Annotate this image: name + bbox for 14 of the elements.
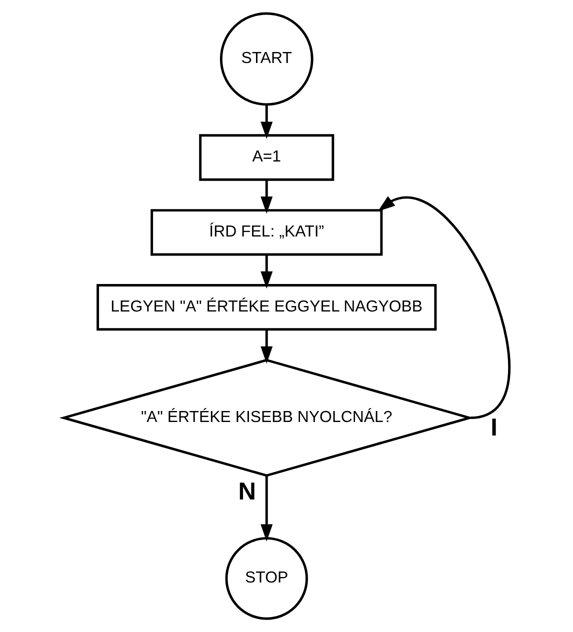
edge-label: N bbox=[238, 478, 256, 506]
arrow bbox=[260, 476, 272, 542]
arrow bbox=[377, 196, 510, 420]
arrow bbox=[260, 254, 272, 289]
edge-label: I bbox=[490, 414, 497, 442]
node-circle: STOP bbox=[224, 537, 308, 620]
node-diamond: "A" ÉRTÉKE KISEBB NYOLCNÁL? bbox=[58, 358, 474, 477]
arrow bbox=[260, 104, 272, 139]
node-circle: START bbox=[219, 12, 313, 106]
arrow bbox=[260, 330, 272, 364]
arrow bbox=[260, 180, 272, 214]
node-box: ÍRD FEL: „KATI” bbox=[150, 209, 382, 256]
node-box: A=1 bbox=[198, 134, 334, 181]
node-box: LEGYEN "A" ÉRTÉKE EGGYEL NAGYOBB bbox=[96, 284, 436, 331]
